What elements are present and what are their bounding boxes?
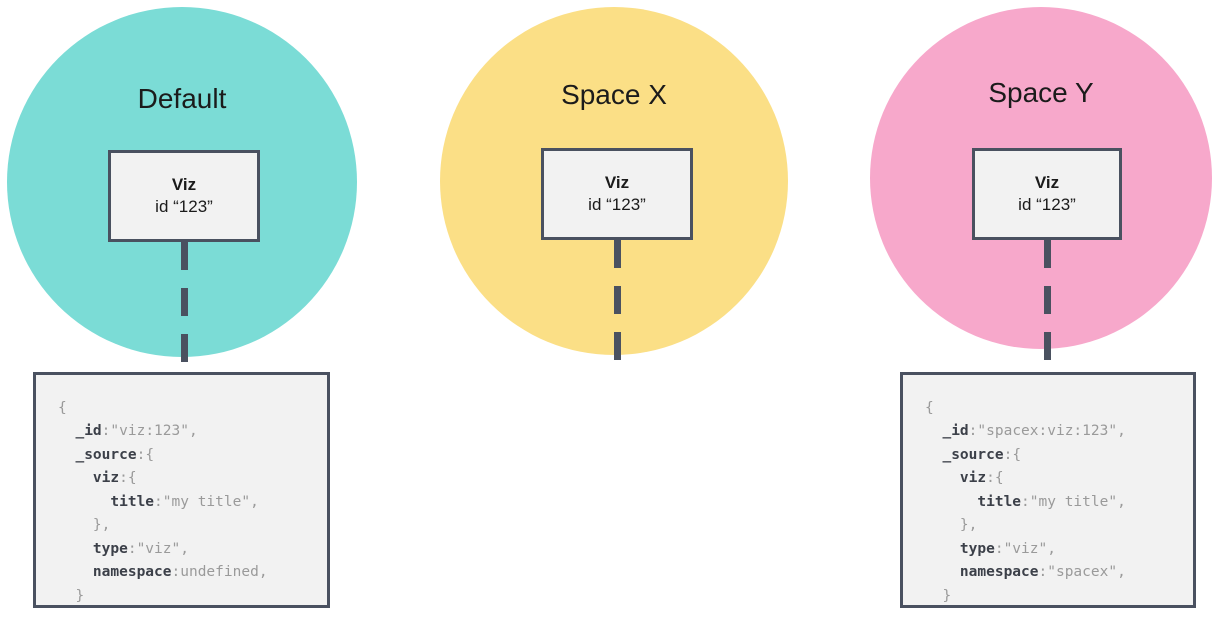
space-circle-spacey: Space Y — [870, 7, 1212, 349]
viz-node-id: id “123” — [155, 196, 213, 216]
space-title-spacex: Space X — [561, 79, 667, 110]
dashed-connector-default — [181, 242, 188, 372]
document-json-default: { _id:"viz:123", _source:{ viz:{ title:"… — [58, 400, 268, 604]
space-group-spacex: Space X Viz id “123” { _id:"spacex:viz:1… — [430, 0, 1196, 622]
document-panel-spacex: { _id:"spacex:viz:123", _source:{ viz:{ … — [900, 372, 1196, 608]
viz-node-id: id “123” — [588, 194, 646, 214]
document-panel-default: { _id:"viz:123", _source:{ viz:{ title:"… — [33, 372, 330, 608]
dashed-connector-spacey — [1044, 240, 1051, 372]
viz-node-spacey[interactable]: Viz id “123” — [972, 148, 1122, 240]
viz-node-spacex[interactable]: Viz id “123” — [541, 148, 693, 240]
document-json-spacex: { _id:"spacex:viz:123", _source:{ viz:{ … — [925, 400, 1126, 604]
space-group-spacey: Space Y Viz id “123” { _id:"spacey:viz:1… — [850, 0, 1228, 622]
viz-node-title: Viz — [1034, 173, 1060, 193]
viz-node-title: Viz — [604, 173, 630, 193]
viz-node-title: Viz — [171, 175, 197, 195]
viz-node-id: id “123” — [1018, 194, 1076, 214]
dashed-connector-spacex — [614, 240, 621, 372]
viz-node-default[interactable]: Viz id “123” — [108, 150, 260, 242]
space-group-default: Default Viz id “123” { _id:"viz:123", _s… — [0, 0, 410, 622]
space-title-default: Default — [137, 83, 227, 114]
space-title-spacey: Space Y — [988, 77, 1094, 108]
